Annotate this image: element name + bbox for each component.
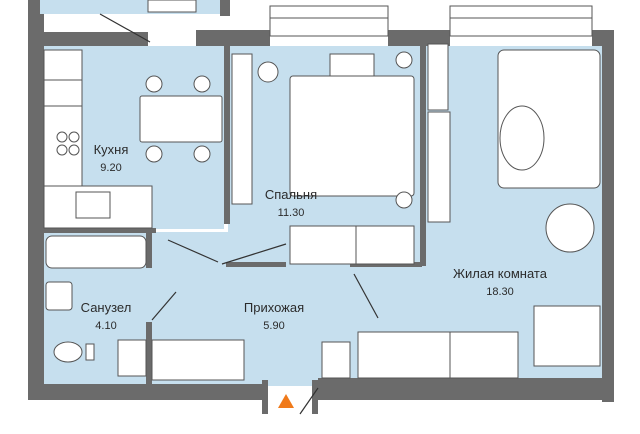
living-tv-unit bbox=[427, 111, 451, 223]
living-furniture bbox=[151, 43, 601, 381]
wall-bedroom-top-left bbox=[226, 30, 270, 46]
bed bbox=[289, 75, 415, 197]
hall-cabinet bbox=[321, 341, 351, 379]
entrance-left-post bbox=[262, 380, 268, 414]
wall-bedroom-top-right bbox=[388, 30, 428, 46]
armchair bbox=[545, 203, 595, 253]
wall-bathroom-right-lower bbox=[146, 322, 152, 384]
living-room-area: 18.30 bbox=[486, 286, 514, 298]
kitchen-sink bbox=[75, 191, 111, 219]
bathroom-name: Санузел bbox=[80, 300, 132, 315]
bathroom-fixtures bbox=[45, 235, 147, 377]
living-room-name: Жилая комната bbox=[453, 266, 547, 281]
wall-kitchen-top-right bbox=[196, 30, 226, 46]
living-window bbox=[449, 5, 593, 37]
wall-top-left-stub bbox=[28, 0, 40, 16]
washing-machine bbox=[117, 339, 147, 377]
bedroom-window bbox=[269, 5, 389, 37]
door-living-hall bbox=[353, 273, 379, 319]
bedroom-shelf bbox=[231, 53, 253, 205]
bedroom-name: Спальня bbox=[264, 187, 318, 202]
bathtub bbox=[45, 235, 147, 269]
wall-living-top-left bbox=[428, 30, 450, 46]
wall-bedroom-living bbox=[420, 46, 426, 266]
kitchen-name: Кухня bbox=[93, 142, 129, 157]
bathroom-sink bbox=[45, 281, 73, 311]
door-kitchen-corridor bbox=[99, 13, 151, 43]
door-bathroom-hall bbox=[151, 291, 177, 321]
bedroom-area: 11.30 bbox=[277, 207, 305, 219]
entrance-right-post bbox=[312, 380, 318, 414]
door-kitchen-hall bbox=[167, 239, 219, 263]
hallway-area: 5.90 bbox=[263, 320, 285, 332]
living-wardrobe bbox=[357, 331, 519, 379]
wall-kitchen-bedroom bbox=[224, 46, 230, 224]
wall-bedroom-bottom bbox=[226, 262, 286, 267]
living-shelf-top bbox=[427, 43, 449, 111]
kitchen-area: 9.20 bbox=[100, 162, 122, 174]
door-entrance bbox=[299, 387, 319, 415]
wall-kitchen-bottom bbox=[44, 228, 156, 233]
door-bedroom-hall bbox=[221, 243, 287, 265]
kitchen-table bbox=[139, 95, 223, 143]
wall-left-outer bbox=[28, 14, 44, 398]
kitchen-furniture bbox=[43, 49, 223, 229]
coffee-table bbox=[499, 105, 545, 171]
wall-bathroom-right bbox=[146, 228, 152, 268]
kitchen-counter-left bbox=[43, 49, 83, 191]
hallway-name: Прихожая bbox=[243, 300, 305, 315]
desk bbox=[533, 305, 601, 367]
toilet bbox=[53, 341, 83, 363]
bedroom-furniture bbox=[231, 51, 415, 265]
wall-bottom-left bbox=[28, 384, 264, 400]
wall-right-outer bbox=[602, 30, 614, 402]
kitchen-window bbox=[147, 0, 197, 13]
hall-wardrobe bbox=[151, 339, 245, 381]
doors bbox=[99, 13, 379, 415]
entrance-marker bbox=[278, 394, 294, 408]
wall-top-mid-stub bbox=[220, 0, 230, 16]
windows bbox=[147, 0, 593, 37]
wall-bottom-right bbox=[318, 378, 614, 400]
walls bbox=[28, 0, 614, 414]
bathroom-area: 4.10 bbox=[95, 320, 117, 332]
wall-kitchen-top-left bbox=[28, 32, 148, 46]
bedroom-wardrobe bbox=[289, 225, 415, 265]
